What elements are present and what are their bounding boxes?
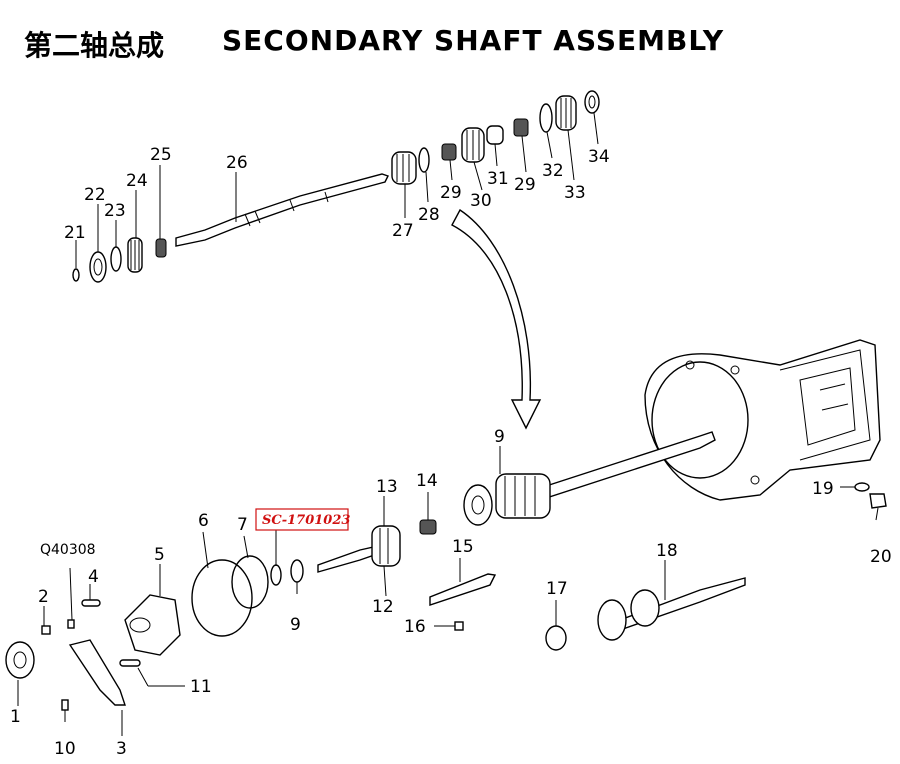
label-7: 7	[237, 515, 248, 535]
part-2-bolt	[41, 625, 51, 635]
label-23: 23	[104, 201, 126, 221]
label-29b: 29	[514, 175, 536, 195]
part-q40308-pin	[67, 619, 75, 629]
label-33: 33	[564, 183, 586, 203]
part-23-washer	[110, 246, 122, 272]
part-sc-1701023-oil-seal	[270, 564, 282, 586]
label-9a: 9	[494, 427, 505, 447]
title-chinese: 第二轴总成	[24, 29, 165, 62]
label-10: 10	[54, 739, 76, 759]
part-21-snap-ring	[72, 268, 80, 282]
part-15-shift-fork-rail	[429, 573, 497, 606]
part-29a-needle-bearing	[441, 143, 457, 161]
part-number-labels: 1 2 3 4 5 6 7 9 9 10 11 12 13 14 15 16 1…	[10, 145, 892, 759]
highlight-code: SC-1701023	[262, 513, 350, 528]
label-26: 26	[226, 153, 248, 173]
label-1: 1	[10, 707, 21, 727]
part-16-bolt	[454, 621, 464, 631]
label-20: 20	[870, 547, 892, 567]
part-32-ring	[539, 103, 553, 133]
part-22-bearing	[89, 251, 107, 283]
label-32: 32	[542, 161, 564, 181]
label-16: 16	[404, 617, 426, 637]
label-12: 12	[372, 597, 394, 617]
label-18: 18	[656, 541, 678, 561]
part-4-pin	[81, 599, 101, 607]
label-34: 34	[588, 147, 610, 167]
part-6-gasket	[191, 559, 253, 637]
part-12-input-shaft	[317, 545, 381, 573]
label-21: 21	[64, 223, 86, 243]
assembly-arrow	[451, 208, 542, 430]
label-24: 24	[126, 171, 148, 191]
label-4: 4	[88, 567, 99, 587]
label-29a: 29	[440, 183, 462, 203]
label-27: 27	[392, 221, 414, 241]
label-28: 28	[418, 205, 440, 225]
label-25: 25	[150, 145, 172, 165]
part-14-needle-bearing	[419, 519, 437, 535]
label-13: 13	[376, 477, 398, 497]
label-30: 30	[470, 191, 492, 211]
part-34-bearing	[584, 90, 600, 114]
label-19: 19	[812, 479, 834, 499]
label-6: 6	[198, 511, 209, 531]
label-15: 15	[452, 537, 474, 557]
label-5: 5	[154, 545, 165, 565]
part-18-countershaft	[597, 577, 746, 641]
part-19-washer	[854, 482, 870, 492]
leader-lines	[17, 112, 879, 736]
part-5-bearing-retainer	[124, 594, 181, 656]
label-9b: 9	[290, 615, 301, 635]
label-31: 31	[487, 169, 509, 189]
part-28-ring	[418, 147, 430, 173]
label-22: 22	[84, 185, 106, 205]
label-2: 2	[38, 587, 49, 607]
part-3-release-fork	[68, 639, 126, 706]
part-31-bushing	[486, 125, 504, 145]
title-english: SECONDARY SHAFT ASSEMBLY	[222, 24, 725, 57]
part-26-shaft	[175, 173, 389, 247]
part-29b-needle-bearing	[513, 118, 529, 137]
label-11: 11	[190, 677, 212, 697]
label-14: 14	[416, 471, 438, 491]
side-code: Q40308	[40, 542, 96, 558]
main-shaft-assembly-9	[463, 431, 716, 526]
part-11-pivot-pin	[119, 659, 141, 667]
part-20-drain-plug	[869, 493, 887, 509]
part-1-release-bearing	[5, 641, 35, 679]
label-3: 3	[116, 739, 127, 759]
part-10-bolt	[61, 699, 69, 711]
part-9-snap-ring	[290, 559, 304, 583]
part-7-seal-ring	[231, 555, 269, 609]
part-17-ring	[545, 625, 567, 651]
highlight-code-box: SC-1701023	[255, 508, 350, 531]
part-25-needle-bearing	[155, 238, 167, 258]
part-13-gear	[371, 525, 401, 567]
label-17: 17	[546, 579, 568, 599]
transmission-housing	[644, 339, 881, 501]
part-27-gear	[391, 151, 417, 185]
